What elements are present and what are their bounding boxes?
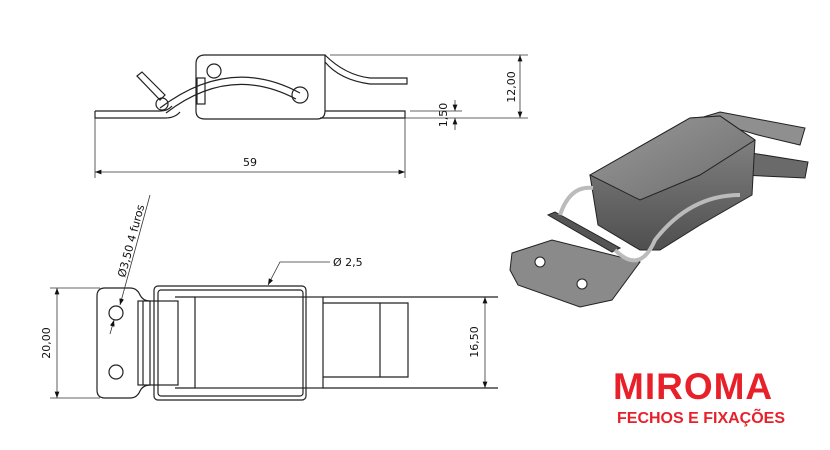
tongue	[323, 302, 409, 378]
logo-tagline: FECHOS E FIXAÇÕES	[617, 410, 786, 427]
dim-width: 20,00	[40, 327, 53, 359]
top-view: 20,00 16,50 Ø3,50 4 furos Ø 2,5	[40, 194, 498, 401]
dim-height: 12,00	[505, 71, 518, 103]
mounting-plate	[96, 287, 151, 399]
lever-tab	[136, 71, 166, 101]
wire-outline	[153, 285, 307, 401]
dim-inner-width: 16,50	[468, 326, 481, 358]
hook-tongue	[324, 54, 408, 85]
wire-end	[291, 86, 309, 104]
logo-name: MIROMA	[613, 366, 774, 407]
base-plate-left	[94, 105, 181, 119]
mount-hole	[108, 364, 124, 380]
base-plate-right	[320, 110, 406, 119]
side-view: 59 12,00 1,50	[94, 54, 528, 178]
wire-note: Ø 2,5	[333, 256, 363, 269]
dim-thickness: 1,50	[437, 103, 450, 128]
cover	[194, 296, 324, 389]
pivot-bracket	[196, 77, 206, 105]
wire-loop	[159, 76, 301, 114]
isometric-render	[509, 111, 809, 308]
latch-body	[195, 54, 326, 120]
hole-note: Ø3,50 4 furos	[115, 203, 147, 279]
pivot	[206, 63, 222, 79]
mount-hole	[108, 305, 124, 321]
extension	[323, 296, 498, 389]
dim-length: 59	[243, 156, 257, 169]
